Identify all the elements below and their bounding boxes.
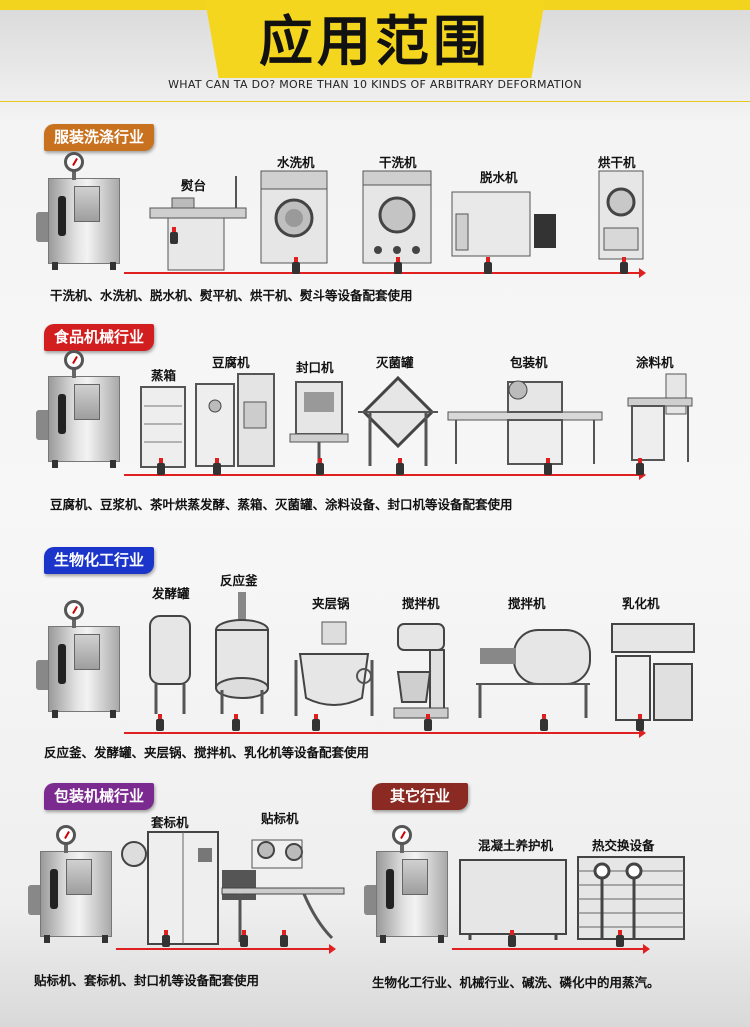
reactor-image — [212, 590, 272, 718]
stand-mixer-image — [392, 620, 450, 720]
jacketed-kettle-image — [292, 620, 376, 720]
tofu-machine-image — [194, 372, 276, 468]
tumble-dryer-image — [598, 170, 644, 260]
valve-icon — [240, 930, 248, 947]
caption-garment: 干洗机、水洗机、脱水机、熨平机、烘干机、熨斗等设备配套使用 — [50, 288, 413, 303]
dehydrator-image — [450, 186, 560, 264]
valve-icon — [280, 930, 288, 947]
emulsifier-image — [610, 620, 696, 724]
concrete-curing-machine-image — [458, 858, 568, 942]
steam-pipe — [452, 944, 650, 954]
machine-label: 热交换设备 — [592, 838, 655, 853]
steam-pipe — [124, 470, 646, 480]
valve-icon — [162, 930, 170, 947]
machine-label: 水洗机 — [277, 155, 315, 170]
machine-label: 烘干机 — [598, 155, 636, 170]
caption-food: 豆腐机、豆浆机、茶叶烘蒸发酵、蒸箱、灭菌罐、涂料设备、封口机等设备配套使用 — [50, 497, 513, 512]
washing-machine-image — [260, 170, 328, 264]
valve-icon — [292, 257, 300, 274]
steam-pipe — [124, 268, 646, 278]
machine-label: 发酵罐 — [152, 586, 190, 601]
dry-cleaning-machine-image — [362, 170, 432, 264]
valve-icon — [484, 257, 492, 274]
heat-exchanger-image — [576, 855, 686, 941]
sleeve-labeling-machine-image — [120, 830, 220, 948]
steam-generator — [36, 600, 128, 718]
machine-label: 熨台 — [181, 178, 207, 193]
machine-label: 搅拌机 — [402, 596, 440, 611]
machine-label: 干洗机 — [379, 155, 417, 170]
valve-icon — [232, 714, 240, 731]
valve-icon — [636, 714, 644, 731]
horizontal-mixer-image — [470, 626, 594, 720]
sealing-machine-image — [288, 378, 350, 468]
machine-label: 套标机 — [151, 815, 189, 830]
steam-pipe — [124, 728, 646, 738]
valve-icon — [170, 227, 178, 244]
machine-label: 反应釜 — [220, 573, 258, 588]
valve-icon — [156, 714, 164, 731]
machine-label: 封口机 — [296, 360, 334, 375]
badge-packaging: 包装机械行业 — [44, 783, 155, 810]
steam-generator — [36, 152, 128, 270]
steam-generator — [28, 825, 120, 943]
valve-icon — [636, 458, 644, 475]
valve-icon — [616, 930, 624, 947]
badge-food: 食品机械行业 — [44, 324, 155, 351]
caption-packaging: 贴标机、套标机、封口机等设备配套使用 — [34, 973, 260, 988]
valve-icon — [396, 458, 404, 475]
machine-label: 蒸箱 — [151, 368, 177, 383]
header-title-banner — [205, 0, 545, 78]
machine-label: 灭菌罐 — [376, 355, 414, 370]
machine-label: 夹层锅 — [312, 596, 350, 611]
steam-generator — [36, 350, 128, 468]
caption-biochem: 反应釜、发酵罐、夹层锅、搅拌机、乳化机等设备配套使用 — [44, 745, 370, 760]
machine-label: 搅拌机 — [508, 596, 546, 611]
machine-label: 豆腐机 — [212, 355, 250, 370]
valve-icon — [316, 458, 324, 475]
ironing-table-image — [148, 172, 248, 272]
valve-icon — [540, 714, 548, 731]
machine-label: 乳化机 — [622, 596, 660, 611]
steam-pipe — [116, 944, 336, 954]
steam-cabinet-image — [140, 386, 186, 468]
fermentation-tank-image — [146, 610, 194, 718]
steam-generator — [364, 825, 456, 943]
machine-label: 涂料机 — [636, 355, 674, 370]
valve-icon — [544, 458, 552, 475]
page-subtitle: WHAT CAN TA DO? MORE THAN 10 KINDS OF AR… — [168, 78, 582, 91]
page-title: 应用范围 — [259, 10, 491, 73]
header-divider — [0, 101, 750, 102]
valve-icon — [394, 257, 402, 274]
machine-label: 混凝土养护机 — [478, 838, 554, 853]
machine-label: 贴标机 — [261, 811, 299, 826]
valve-icon — [312, 714, 320, 731]
labeling-machine-image — [220, 830, 346, 946]
badge-biochem: 生物化工行业 — [44, 547, 155, 574]
packaging-machine-image — [446, 372, 604, 468]
valve-icon — [424, 714, 432, 731]
caption-other: 生物化工行业、机械行业、碱洗、磷化中的用蒸汽。 — [372, 975, 660, 990]
sterilizer-tank-image — [356, 372, 440, 468]
machine-label: 包装机 — [510, 355, 548, 370]
badge-garment: 服装洗涤行业 — [44, 124, 155, 151]
valve-icon — [508, 930, 516, 947]
page-header: 应用范围 WHAT CAN TA DO? MORE THAN 10 KINDS … — [0, 0, 750, 102]
badge-other: 其它行业 — [372, 783, 469, 810]
valve-icon — [620, 257, 628, 274]
valve-icon — [213, 458, 221, 475]
valve-icon — [157, 458, 165, 475]
coating-machine-image — [626, 372, 694, 464]
machine-label: 脱水机 — [480, 170, 518, 185]
